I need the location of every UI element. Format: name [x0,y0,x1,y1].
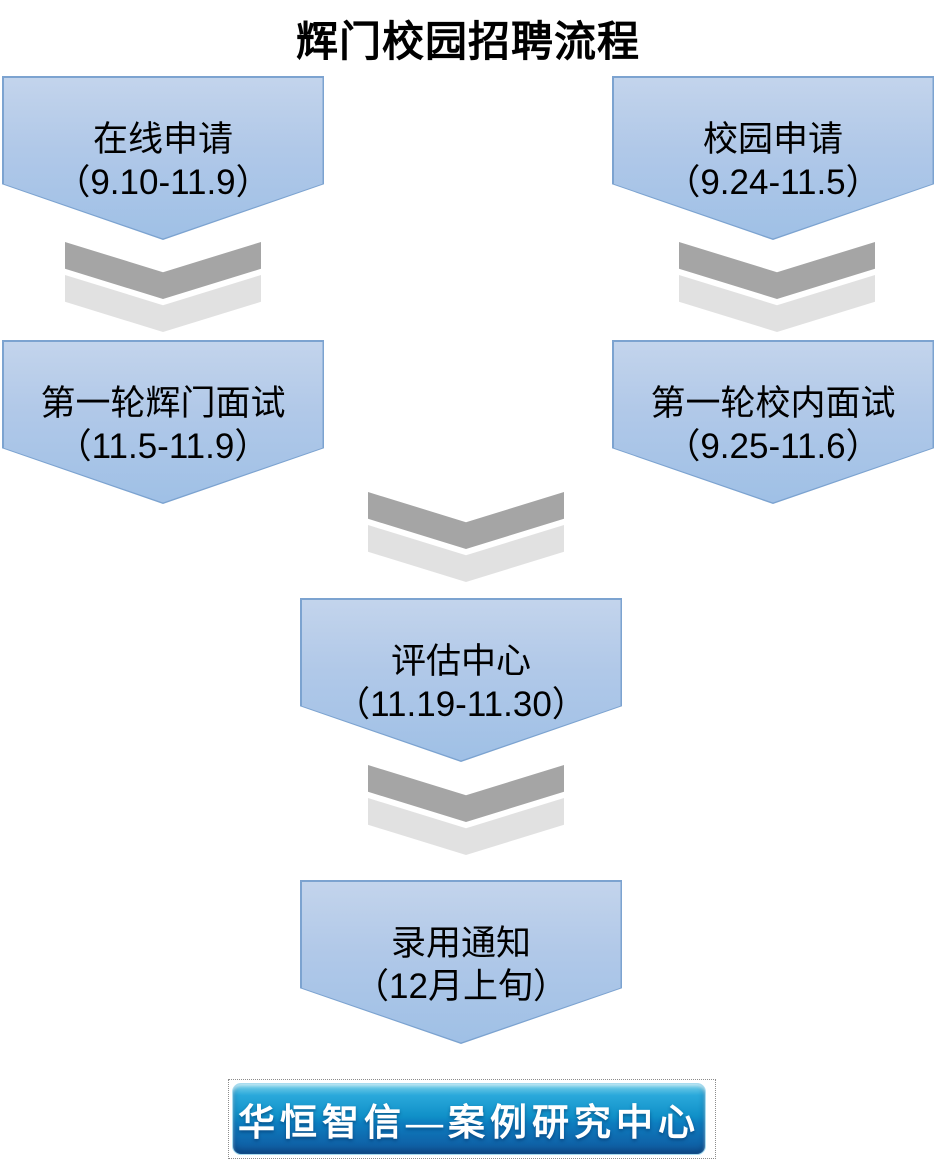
banner-label: 华恒智信—案例研究中心 [238,1103,700,1144]
step-label: 在线申请 [92,119,233,159]
flow-step-online-application: 在线申请 （9.10-11.9） [2,76,324,240]
step-label: 录用通知 [390,923,531,963]
step-dates: （12月上旬） [354,967,568,1006]
flow-connector-right [679,242,875,332]
step-label: 第一轮辉门面试 [40,383,286,423]
step-label: 评估中心 [390,641,531,681]
step-dates: （9.10-11.9） [55,163,271,202]
footer-banner-selection: 华恒智信—案例研究中心 [228,1079,716,1159]
flow-connector-final [368,765,564,855]
page-title: 辉门校园招聘流程 [295,18,640,65]
step-label: 第一轮校内面试 [650,383,896,423]
flow-step-first-round-on-campus-interview: 第一轮校内面试 （9.25-11.6） [612,340,934,504]
footer-banner-button: 华恒智信—案例研究中心 [232,1083,706,1155]
step-dates: （9.24-11.5） [665,163,881,202]
step-dates: （11.19-11.30） [335,685,587,724]
flow-step-assessment-center: 评估中心 （11.19-11.30） [300,598,622,762]
flow-step-campus-application: 校园申请 （9.24-11.5） [612,76,934,240]
flow-step-first-round-huimen-interview: 第一轮辉门面试 （11.5-11.9） [2,340,324,504]
flow-step-offer-notification: 录用通知 （12月上旬） [300,880,622,1044]
step-dates: （11.5-11.9） [56,427,270,466]
flow-connector-merge [368,492,564,582]
step-label: 校园申请 [702,119,843,159]
step-dates: （9.25-11.6） [665,427,881,466]
flow-connector-left [65,242,261,332]
